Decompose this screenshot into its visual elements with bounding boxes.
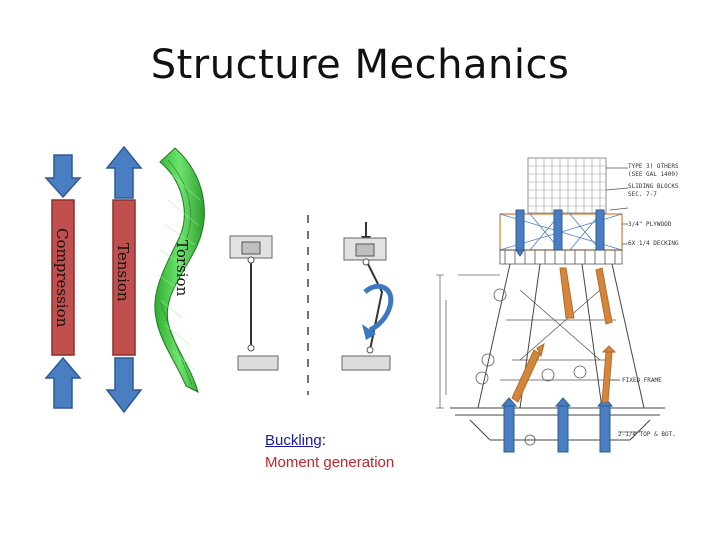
- tension-arrow-top: [105, 145, 143, 199]
- tension-member: Tension: [105, 145, 143, 414]
- buckled-column: [341, 222, 394, 371]
- compression-arrow-bottom: [44, 356, 82, 409]
- caption-moment-generation: Moment generation: [265, 454, 395, 471]
- drawing-note: SLIDING BLOCKS: [628, 183, 679, 190]
- platform-blue-members: [500, 209, 614, 453]
- drawing-note: 2-1/4 TOP & BOT.: [618, 431, 676, 438]
- buckling-link[interactable]: Buckling: [265, 432, 322, 449]
- torsion-label: Torsion: [173, 240, 191, 297]
- straight-column: [229, 235, 279, 371]
- top-member-3: [595, 209, 605, 251]
- tension-arrow-bottom: [105, 357, 143, 414]
- tension-label: Tension: [114, 243, 132, 302]
- orange-strut-2: [595, 267, 613, 325]
- base-member-3: [599, 403, 611, 453]
- base-member-2: [557, 403, 569, 453]
- compression-label: Compression: [53, 228, 71, 328]
- top-member-2: [553, 209, 563, 251]
- compression-member: Compression: [44, 154, 82, 409]
- top-member-arrow: [515, 249, 525, 257]
- slide-title: Structure Mechanics: [150, 42, 570, 88]
- platform-drawing: [436, 157, 665, 446]
- torsion-member: Torsion: [154, 147, 205, 393]
- drawing-note: SEC. 7-7: [628, 191, 657, 198]
- platform-orange-struts: [511, 267, 617, 403]
- twisted-ribbon: [154, 147, 205, 393]
- compression-arrow-top: [44, 154, 82, 199]
- drawing-note: FIXED FRAME: [622, 377, 662, 384]
- caption: Buckling: Moment generation: [265, 430, 394, 474]
- tension-bar: [112, 199, 136, 356]
- drawing-note: (SEE GAL 1400): [628, 171, 679, 178]
- moment-arrow: [363, 283, 394, 333]
- orange-strut-1: [559, 267, 575, 319]
- compression-bar: [51, 199, 75, 356]
- drawing-note: TYPE 3) OTHERS: [628, 163, 679, 170]
- drawing-note: 3/4" PLYWOOD: [628, 221, 672, 228]
- top-member-1: [515, 209, 525, 251]
- base-member-1: [503, 403, 515, 453]
- orange-strut-4: [601, 351, 613, 403]
- caption-colon: :: [321, 432, 326, 449]
- orange-strut-3: [511, 349, 541, 403]
- drawing-note: 6X 1/4 DECKING: [628, 240, 679, 247]
